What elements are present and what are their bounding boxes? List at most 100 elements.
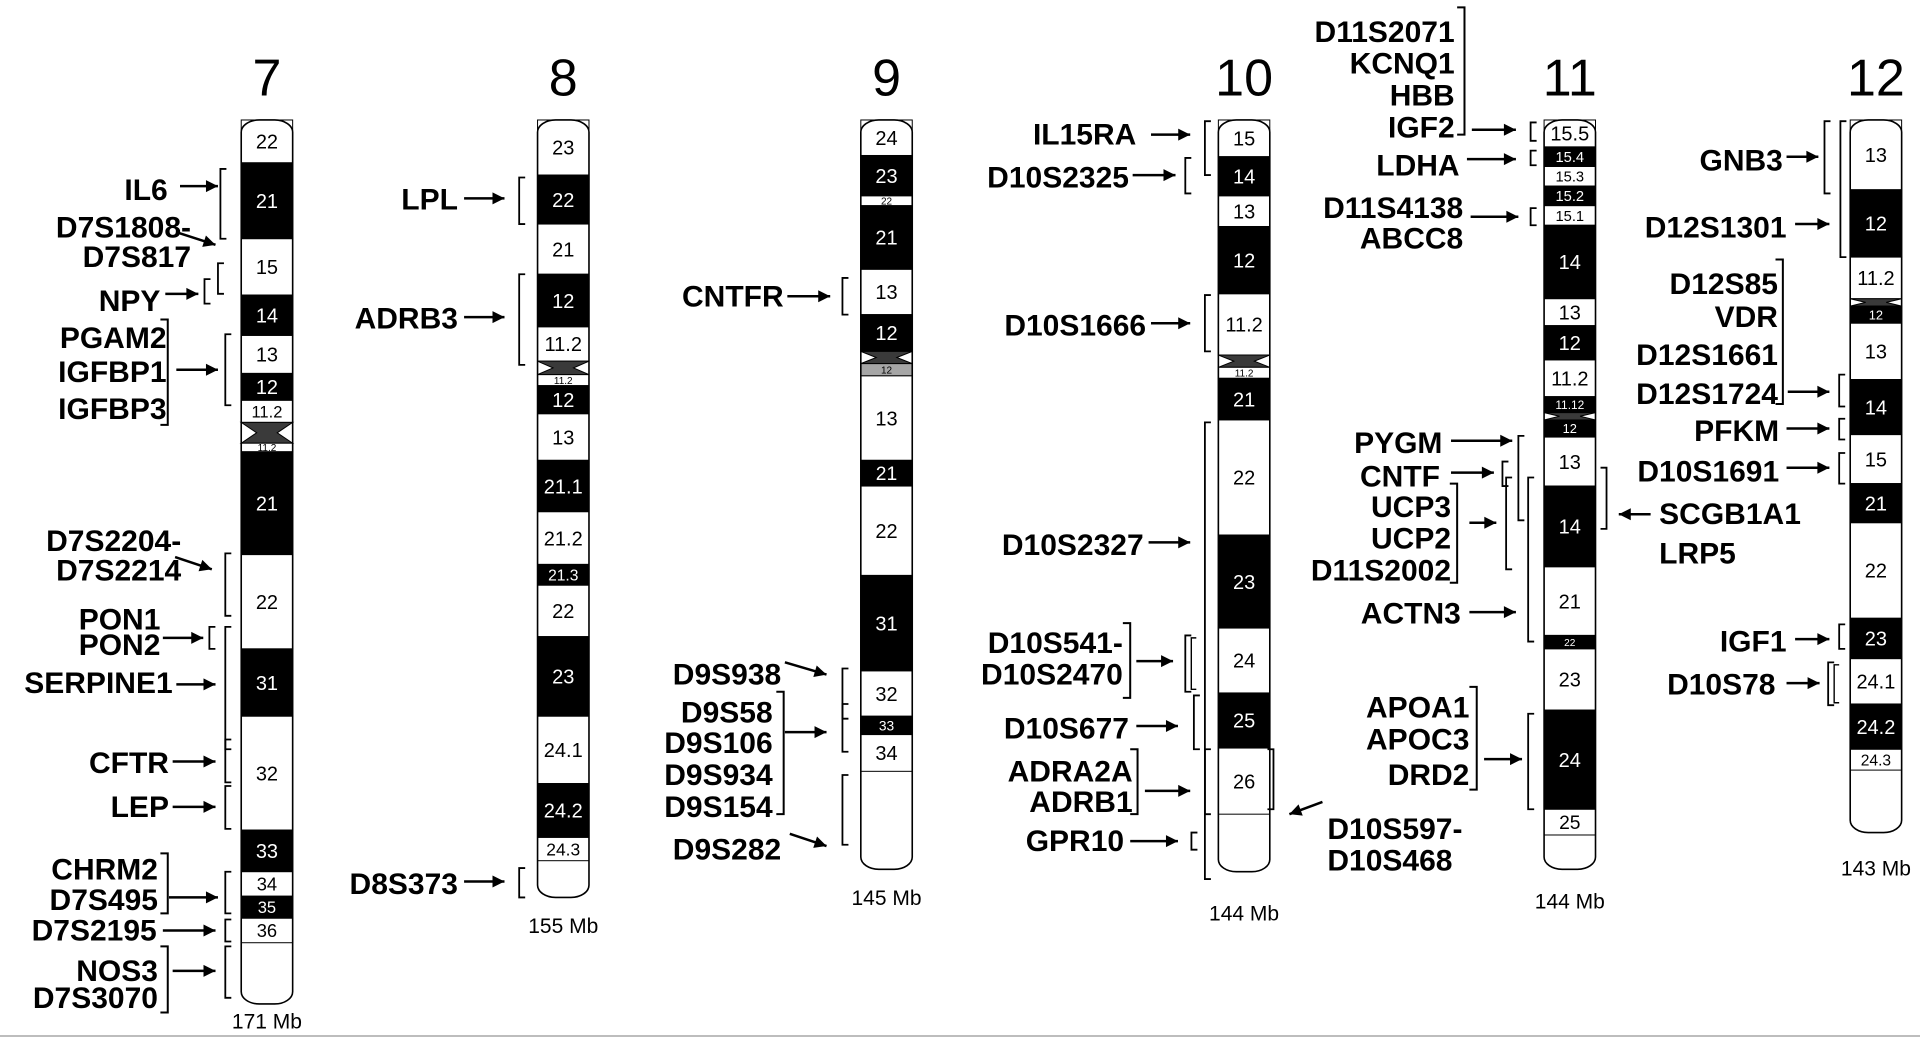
band-label: 13: [1559, 452, 1581, 474]
marker-label: IGF1: [1720, 626, 1787, 659]
locus-bracket-inner: [1190, 637, 1197, 690]
locus-bracket: [224, 333, 232, 407]
locus-bracket: [224, 552, 232, 617]
band-label: 24.3: [1861, 752, 1891, 769]
locus-bracket: [1204, 294, 1211, 353]
marker-label: D10S597-: [1327, 813, 1462, 846]
marker-label: D10S1691: [1637, 455, 1779, 488]
chromosome-12-outline: [1849, 119, 1903, 834]
marker-label: D7S495: [50, 884, 158, 917]
marker-label: SERPINE1: [24, 667, 172, 700]
pointer-arrow-head: [1806, 150, 1819, 163]
band-label: 21: [1233, 389, 1255, 411]
marker-label: GNB3: [1699, 144, 1782, 177]
marker-group: D8S373: [350, 867, 526, 901]
chromosome-11-number: 11: [1543, 49, 1597, 107]
band-label: 22: [1564, 638, 1576, 649]
marker-group: D10S2327: [1002, 421, 1211, 880]
band-label: 13: [1559, 302, 1581, 324]
band-label: 34: [875, 743, 897, 765]
band-22: [860, 485, 913, 576]
band-label: 13: [875, 282, 897, 304]
marker-label: PYGM: [1354, 427, 1442, 460]
band-label: 11.2: [1225, 315, 1262, 337]
band-21: [860, 205, 913, 270]
band-label: 22: [1865, 561, 1887, 583]
pointer-arrow-head: [1817, 218, 1830, 231]
marker-label: NPY: [99, 285, 161, 318]
band-label: 11.12: [1555, 398, 1584, 412]
band-label: 23: [1559, 670, 1581, 692]
pointer-arrow-head: [492, 875, 505, 888]
band-12: [1849, 189, 1903, 258]
locus-bracket: [224, 738, 232, 784]
bottom-divider: [0, 1035, 1920, 1037]
pointer-arrow-head: [1618, 508, 1631, 521]
marker-label: D7S3070: [33, 982, 158, 1015]
band-label: 13: [256, 345, 278, 367]
marker-group: D10S1691: [1637, 452, 1846, 488]
band-label: 24.1: [544, 740, 583, 762]
band-label: 11.2: [554, 376, 573, 387]
marker-label: PGAM2: [60, 322, 167, 355]
band-label: 35: [258, 898, 276, 917]
marker-group: D10S597-D10S468: [1267, 748, 1462, 878]
locus-bracket: [1838, 452, 1846, 485]
chromosome-11-bands: 15.515.415.315.215.114131211.211.1212131…: [1543, 119, 1597, 836]
band-21: [1217, 377, 1271, 421]
band-label: 21: [256, 191, 278, 213]
band-label: 22: [256, 132, 278, 154]
locus-bracket: [518, 867, 526, 899]
locus-bracket: [841, 703, 849, 753]
pointer-arrow-head: [1163, 169, 1176, 182]
band-label: 12: [1869, 307, 1883, 322]
pointer-arrow-head: [203, 964, 216, 977]
locus-bracket: [841, 277, 849, 316]
band-label: 22: [552, 190, 574, 212]
band-label: 23: [875, 166, 897, 188]
pointer-arrow-head: [1484, 516, 1497, 529]
marker-label: CNTF: [1360, 460, 1440, 493]
marker-label: LPL: [401, 184, 458, 217]
marker-group: ACTN3: [1361, 476, 1535, 643]
marker-group: LPL: [401, 176, 526, 225]
marker-label: D7S817: [83, 241, 191, 274]
pointer-arrow-head: [1178, 784, 1191, 797]
locus-bracket: [1184, 157, 1192, 195]
band-12: [860, 314, 913, 352]
band-label: 24.2: [1856, 717, 1895, 739]
marker-group: GNB3: [1699, 120, 1831, 195]
marker-label: D9S154: [664, 791, 773, 824]
marker-label: UCP3: [1371, 491, 1451, 524]
band-21.2: [537, 511, 590, 565]
marker-group: D10S541-D10S2470: [981, 622, 1197, 699]
band-label: 12: [552, 390, 574, 412]
band-23: [1217, 534, 1271, 629]
band-12: [1217, 225, 1271, 295]
band-label: 24.3: [546, 839, 580, 859]
band-label: 21.2: [544, 528, 583, 550]
marker-label: IGFBP3: [58, 393, 166, 426]
locus-bracket: [224, 870, 232, 915]
band-24.2: [537, 783, 590, 838]
band-13: [1543, 436, 1597, 487]
band-label: 13: [1233, 201, 1255, 223]
band-label: 14: [256, 305, 278, 327]
pointer-arrow-head: [1807, 677, 1820, 690]
band-13: [860, 268, 913, 316]
pointer-arrow-head: [205, 363, 218, 376]
group-bracket: [160, 945, 169, 1014]
pointer-arrow-head: [1500, 434, 1513, 447]
marker-label: D10S677: [1004, 712, 1129, 745]
locus-bracket: [841, 667, 849, 720]
band-label: 25: [1233, 711, 1255, 733]
locus-bracket: [1827, 661, 1835, 707]
marker-group: D10S2325: [987, 157, 1192, 195]
band-label: 13: [875, 408, 897, 430]
band-label: 23: [552, 138, 574, 160]
marker-label: LDHA: [1376, 149, 1459, 182]
marker-group: CFTR: [89, 738, 232, 784]
